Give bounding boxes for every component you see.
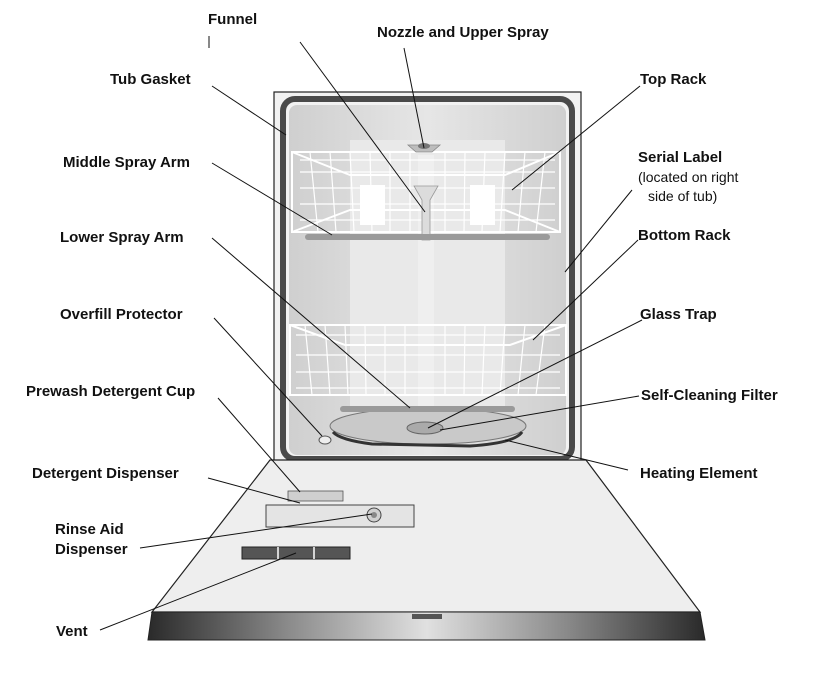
lower-spray-arm-part xyxy=(340,406,515,412)
label-glass-trap: Glass Trap xyxy=(640,306,717,323)
label-serial-note-2: side of tub) xyxy=(648,188,717,204)
label-middle-spray-arm: Middle Spray Arm xyxy=(63,154,190,171)
label-detergent: Detergent Dispenser xyxy=(32,465,179,482)
top-rack xyxy=(291,151,561,233)
label-serial-note-1: (located on right xyxy=(638,169,739,185)
tub-gasket xyxy=(280,96,575,462)
door-edge xyxy=(147,611,706,641)
label-rinse-aid-1: Rinse Aid xyxy=(55,521,124,538)
middle-spray-arm-part xyxy=(305,234,550,240)
label-funnel: Funnel xyxy=(208,11,257,28)
label-overfill: Overfill Protector xyxy=(60,306,183,323)
label-tub-gasket: Tub Gasket xyxy=(110,71,191,88)
glass-trap-part xyxy=(406,421,444,435)
label-vent: Vent xyxy=(56,623,88,640)
label-serial: Serial Label xyxy=(638,149,722,166)
leader-lines xyxy=(99,36,643,631)
label-bottom-rack: Bottom Rack xyxy=(638,227,731,244)
prewash-cup-part xyxy=(287,490,344,502)
label-prewash: Prewash Detergent Cup xyxy=(26,383,195,400)
overfill-protector-part xyxy=(318,435,332,445)
label-nozzle: Nozzle and Upper Spray xyxy=(377,24,549,41)
label-heating: Heating Element xyxy=(640,465,758,482)
heating-element-part xyxy=(331,430,524,448)
detergent-dispenser-part xyxy=(265,504,415,528)
label-top-rack: Top Rack xyxy=(640,71,707,88)
door-panel xyxy=(150,459,702,613)
label-rinse-aid-2: Dispenser xyxy=(55,541,128,558)
label-filter: Self-Cleaning Filter xyxy=(641,387,778,404)
label-lower-spray-arm: Lower Spray Arm xyxy=(60,229,184,246)
